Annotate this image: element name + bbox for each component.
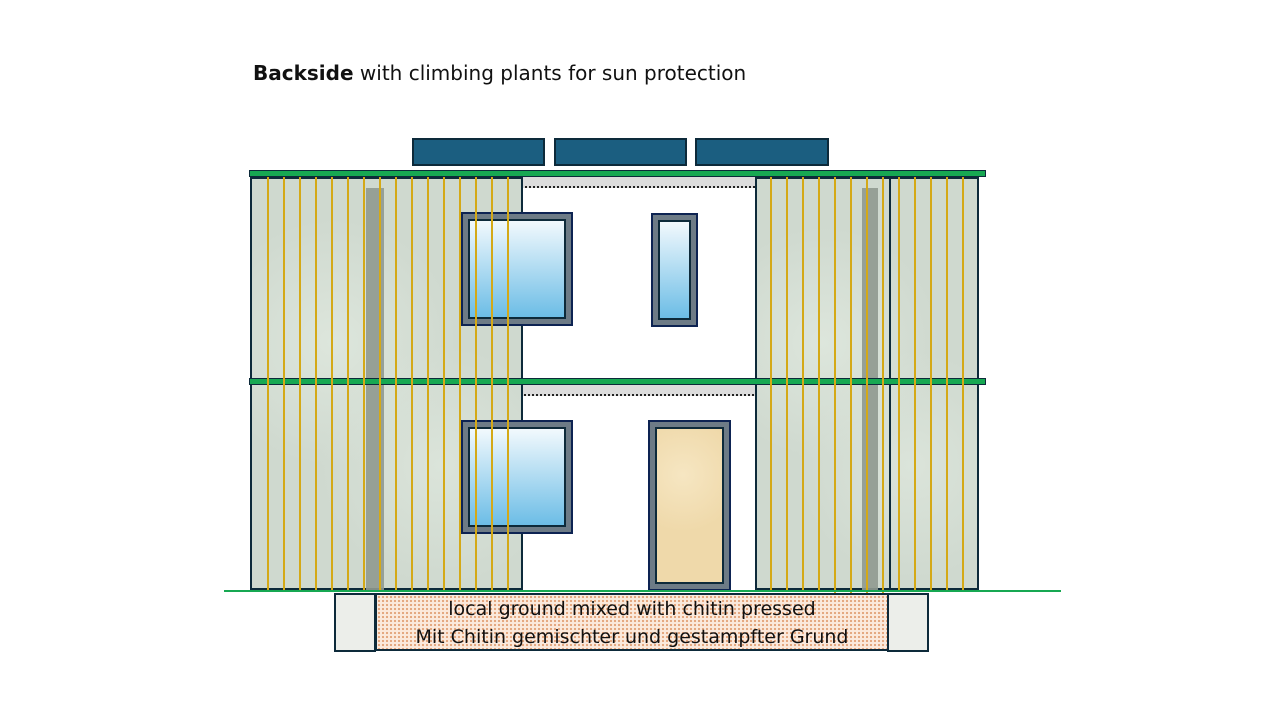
plant-line — [459, 177, 461, 590]
window-upper-right — [651, 213, 698, 327]
plant-line — [914, 177, 916, 590]
window-upper-left — [461, 212, 573, 326]
plant-line — [962, 177, 964, 590]
roof-bar — [249, 170, 986, 177]
plant-line — [363, 177, 365, 590]
plant-line — [267, 177, 269, 590]
plant-line — [802, 177, 804, 590]
window-lower-left — [461, 420, 573, 534]
door — [648, 420, 731, 591]
plant-line — [315, 177, 317, 590]
foundation-stone-left — [334, 593, 376, 652]
plant-line — [443, 177, 445, 590]
title-bold: Backside — [253, 61, 354, 85]
plant-line — [882, 177, 884, 600]
solar-panel — [412, 138, 545, 166]
foundation-label-de: Mit Chitin gemischter und gestampfter Gr… — [415, 626, 849, 648]
floor-bar — [249, 378, 986, 385]
left-column — [366, 188, 384, 590]
right-column — [862, 188, 878, 590]
diagram-title: Backside with climbing plants for sun pr… — [253, 61, 746, 85]
plant-line — [834, 177, 836, 600]
plant-line — [347, 177, 349, 590]
plant-line — [395, 177, 397, 590]
floor-overhang — [375, 385, 890, 396]
solar-panel — [554, 138, 687, 166]
plant-line — [946, 177, 948, 590]
foundation: local ground mixed with chitin pressed M… — [375, 593, 889, 651]
plant-line — [491, 177, 493, 590]
plant-line — [299, 177, 301, 590]
solar-panel — [695, 138, 829, 166]
ground-line — [224, 590, 1061, 592]
plant-line — [283, 177, 285, 590]
plant-line — [331, 177, 333, 590]
plant-line — [427, 177, 429, 590]
plant-line — [507, 177, 509, 590]
title-rest: with climbing plants for sun protection — [353, 61, 747, 85]
roof-overhang — [362, 177, 878, 188]
foundation-label-en: local ground mixed with chitin pressed — [448, 598, 816, 620]
plant-line — [930, 177, 932, 590]
plant-line — [786, 177, 788, 590]
plant-line — [379, 177, 381, 590]
plant-line — [411, 177, 413, 590]
plant-line — [850, 177, 852, 600]
plant-line — [898, 177, 900, 590]
foundation-stone-right — [887, 593, 929, 652]
plant-line — [818, 177, 820, 590]
plant-line — [866, 177, 868, 600]
plant-line — [770, 177, 772, 590]
plant-line — [475, 177, 477, 590]
